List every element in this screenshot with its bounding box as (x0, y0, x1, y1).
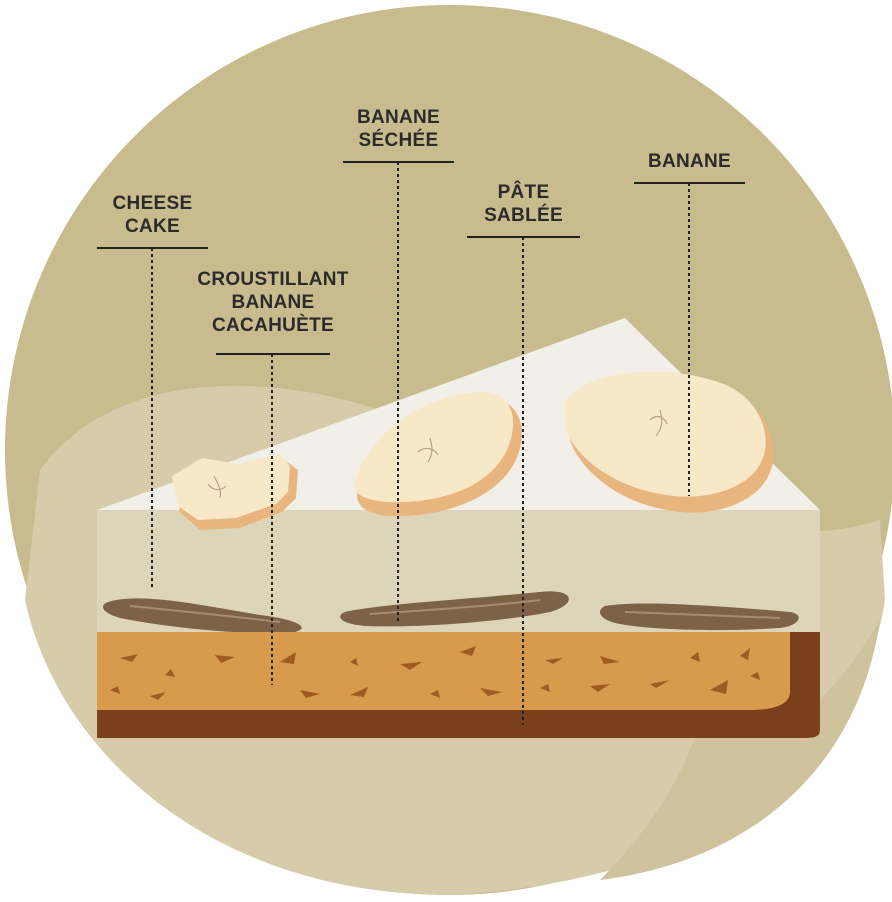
label-croustillant-line-3: CACAHUÈTE (173, 314, 373, 337)
label-banane: BANANE (624, 150, 755, 173)
label-cheesecake-line-2: CAKE (97, 215, 208, 238)
label-pate-sablee-line-2: SABLÉE (463, 204, 584, 227)
label-croustillant: CROUSTILLANT BANANE CACAHUÈTE (173, 268, 373, 337)
pastry-layer (97, 632, 790, 710)
label-cheesecake-line-1: CHEESE (97, 192, 208, 215)
label-banane-sechee: BANANE SÉCHÉE (333, 106, 464, 152)
label-croustillant-line-1: CROUSTILLANT (173, 268, 373, 291)
label-pate-sablee: PÂTE SABLÉE (463, 181, 584, 227)
label-banane-sechee-line-2: SÉCHÉE (333, 129, 464, 152)
label-banane-sechee-line-1: BANANE (333, 106, 464, 129)
label-pate-sablee-line-1: PÂTE (463, 181, 584, 204)
label-croustillant-line-2: BANANE (173, 291, 373, 314)
label-cheesecake: CHEESE CAKE (97, 192, 208, 238)
label-banane-line-1: BANANE (624, 150, 755, 173)
